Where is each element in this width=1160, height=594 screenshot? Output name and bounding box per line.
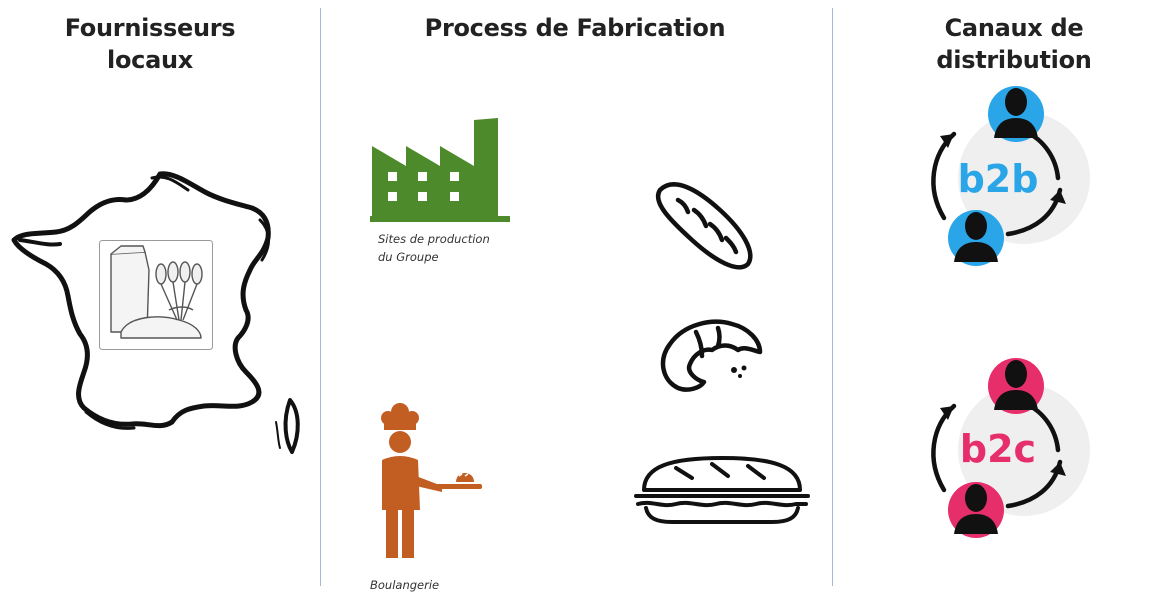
b2b-label: b2b (958, 157, 1039, 201)
suppliers-title: Fournisseurs locaux (40, 12, 260, 76)
process-title: Process de Fabrication (424, 14, 726, 42)
b2c-cycle-icon: b2c (931, 358, 1090, 538)
factory-caption-line1: Sites de production (378, 232, 490, 246)
distribution-title: Canaux de distribution (936, 14, 1092, 74)
baguette-icon (656, 182, 753, 270)
factory-caption: Sites de production du Groupe (378, 230, 490, 266)
b2c-label: b2c (960, 427, 1036, 471)
divider-right (832, 8, 834, 586)
b2b-cycle-icon: b2b (931, 86, 1090, 266)
bakery-caption: Boulangerie (370, 578, 440, 592)
divider-left (320, 8, 322, 586)
baker-icon (381, 403, 482, 558)
france-map-icon (11, 171, 300, 454)
croissant-icon (660, 319, 763, 392)
suppliers-title-line1: Fournisseurs (64, 14, 236, 42)
flour-wheat-icon (99, 240, 213, 350)
factory-icon (370, 118, 510, 222)
suppliers-title-line2: locaux (107, 46, 193, 74)
sandwich-icon (634, 456, 810, 524)
factory-caption-line2: du Groupe (378, 250, 439, 264)
